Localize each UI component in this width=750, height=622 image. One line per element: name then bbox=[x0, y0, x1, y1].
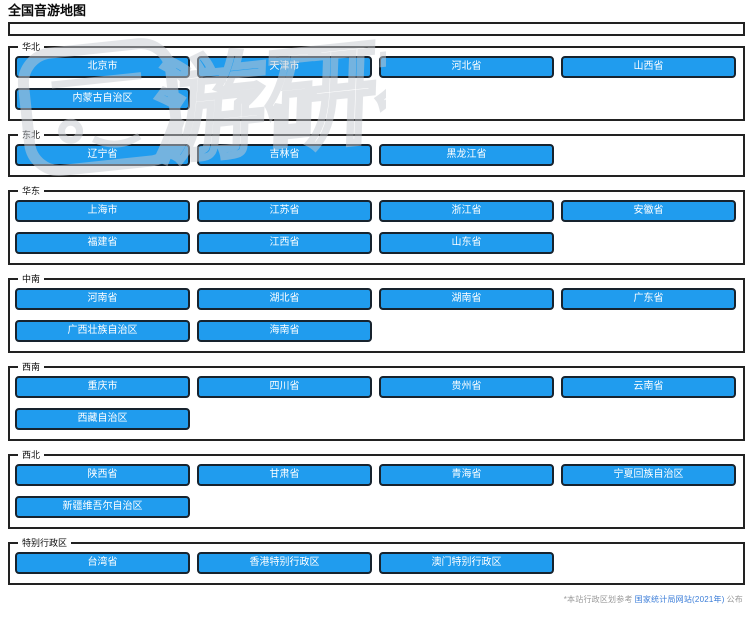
province-button[interactable]: 青海省 bbox=[379, 464, 554, 486]
page-title: 全国音游地图 bbox=[8, 3, 87, 18]
province-button[interactable]: 宁夏回族自治区 bbox=[561, 464, 736, 486]
region-label: 西南 bbox=[22, 362, 41, 372]
province-button[interactable]: 陕西省 bbox=[15, 464, 190, 486]
province-button[interactable]: 北京市 bbox=[15, 56, 190, 78]
region-section-4: 中南河南省湖北省湖南省广东省广西壮族自治区海南省 bbox=[8, 274, 745, 353]
province-button[interactable]: 河北省 bbox=[379, 56, 554, 78]
region-label: 西北 bbox=[22, 450, 41, 460]
region-label: 华东 bbox=[22, 186, 41, 196]
province-button-row: 重庆市四川省贵州省云南省西藏自治区 bbox=[15, 376, 736, 430]
province-button[interactable]: 湖北省 bbox=[197, 288, 372, 310]
province-button[interactable]: 台湾省 bbox=[15, 552, 190, 574]
province-button[interactable]: 江西省 bbox=[197, 232, 372, 254]
region-section-5: 西南重庆市四川省贵州省云南省西藏自治区 bbox=[8, 362, 745, 441]
province-button[interactable]: 福建省 bbox=[15, 232, 190, 254]
province-button[interactable]: 重庆市 bbox=[15, 376, 190, 398]
province-button[interactable]: 浙江省 bbox=[379, 200, 554, 222]
region-section-1: 华北北京市天津市河北省山西省内蒙古自治区 bbox=[8, 42, 745, 121]
region-label: 中南 bbox=[22, 274, 41, 284]
regions-container: 华北北京市天津市河北省山西省内蒙古自治区东北辽宁省吉林省黑龙江省华东上海市江苏省… bbox=[0, 42, 750, 585]
province-button[interactable]: 湖南省 bbox=[379, 288, 554, 310]
province-button[interactable]: 天津市 bbox=[197, 56, 372, 78]
province-button-row: 辽宁省吉林省黑龙江省 bbox=[15, 144, 736, 166]
region-label: 特别行政区 bbox=[22, 538, 68, 548]
province-button-row: 台湾省香港特别行政区澳门特别行政区 bbox=[15, 552, 736, 574]
province-button[interactable]: 新疆维吾尔自治区 bbox=[15, 496, 190, 518]
province-button[interactable]: 四川省 bbox=[197, 376, 372, 398]
footer-note-suffix: 公布 bbox=[726, 595, 743, 604]
statistics-bureau-link[interactable]: 国家统计局网站(2021年) bbox=[634, 595, 725, 604]
province-button[interactable]: 广西壮族自治区 bbox=[15, 320, 190, 342]
region-section-3: 华东上海市江苏省浙江省安徽省福建省江西省山东省 bbox=[8, 186, 745, 265]
province-button-row: 河南省湖北省湖南省广东省广西壮族自治区海南省 bbox=[15, 288, 736, 342]
province-button[interactable]: 山西省 bbox=[561, 56, 736, 78]
region-label: 华北 bbox=[22, 42, 41, 52]
province-button[interactable]: 澳门特别行政区 bbox=[379, 552, 554, 574]
province-button[interactable]: 辽宁省 bbox=[15, 144, 190, 166]
footer-source-note: *本站行政区划参考国家统计局网站(2021年)公布 bbox=[0, 594, 743, 605]
province-button-row: 北京市天津市河北省山西省内蒙古自治区 bbox=[15, 56, 736, 110]
region-section-2: 东北辽宁省吉林省黑龙江省 bbox=[8, 130, 745, 177]
province-button[interactable]: 云南省 bbox=[561, 376, 736, 398]
province-button[interactable]: 内蒙古自治区 bbox=[15, 88, 190, 110]
empty-top-box bbox=[8, 22, 745, 36]
province-button[interactable]: 安徽省 bbox=[561, 200, 736, 222]
province-button[interactable]: 广东省 bbox=[561, 288, 736, 310]
footer-note-prefix: *本站行政区划参考 bbox=[563, 595, 633, 604]
province-button[interactable]: 山东省 bbox=[379, 232, 554, 254]
province-button[interactable]: 西藏自治区 bbox=[15, 408, 190, 430]
province-button[interactable]: 海南省 bbox=[197, 320, 372, 342]
province-button[interactable]: 河南省 bbox=[15, 288, 190, 310]
region-section-6: 西北陕西省甘肃省青海省宁夏回族自治区新疆维吾尔自治区 bbox=[8, 450, 745, 529]
province-button[interactable]: 甘肃省 bbox=[197, 464, 372, 486]
region-label: 东北 bbox=[22, 130, 41, 140]
province-button-row: 上海市江苏省浙江省安徽省福建省江西省山东省 bbox=[15, 200, 736, 254]
province-button[interactable]: 贵州省 bbox=[379, 376, 554, 398]
province-button[interactable]: 吉林省 bbox=[197, 144, 372, 166]
province-button[interactable]: 江苏省 bbox=[197, 200, 372, 222]
province-button[interactable]: 香港特别行政区 bbox=[197, 552, 372, 574]
province-button[interactable]: 上海市 bbox=[15, 200, 190, 222]
region-section-7: 特别行政区台湾省香港特别行政区澳门特别行政区 bbox=[8, 538, 745, 585]
province-button[interactable]: 黑龙江省 bbox=[379, 144, 554, 166]
province-button-row: 陕西省甘肃省青海省宁夏回族自治区新疆维吾尔自治区 bbox=[15, 464, 736, 518]
